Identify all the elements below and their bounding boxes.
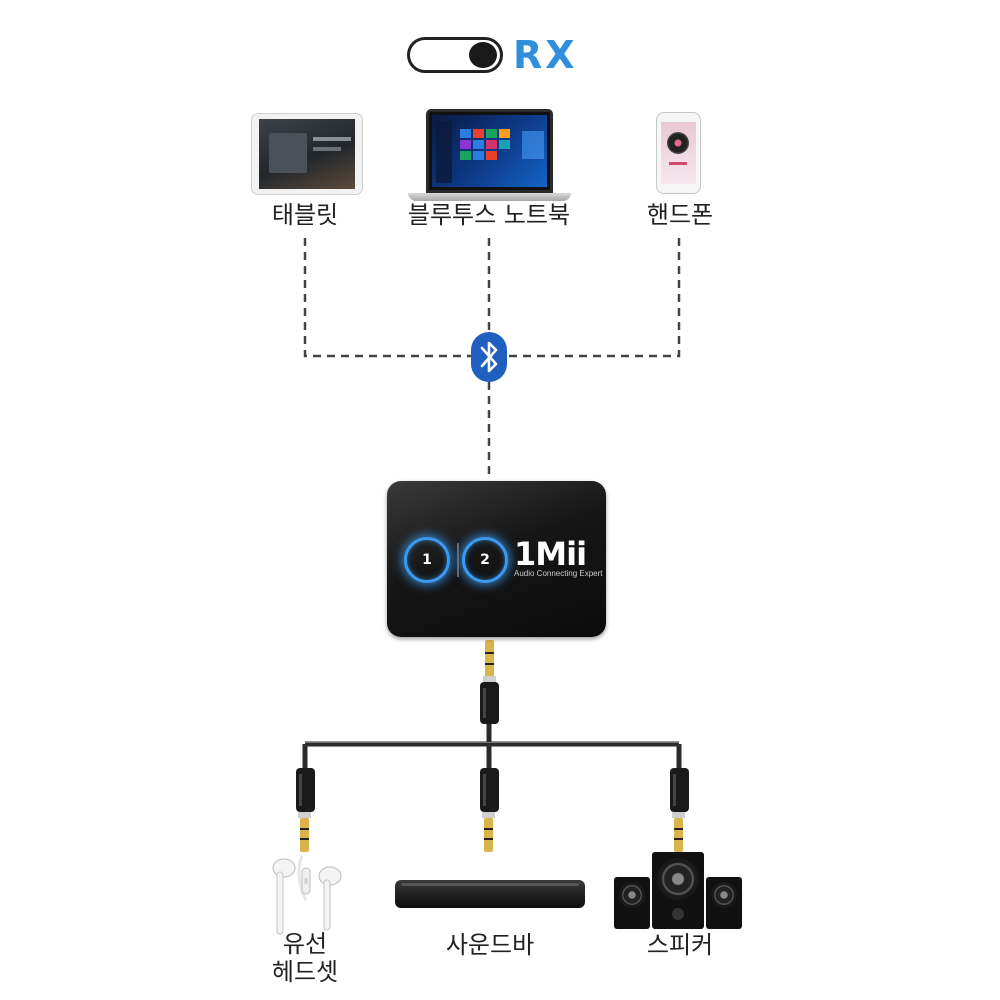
mode-toggle[interactable] xyxy=(407,37,503,73)
plug-headset xyxy=(296,768,315,852)
brand-logo: 1Mii xyxy=(514,535,587,573)
output-label-speakers: 스피커 xyxy=(646,931,714,959)
headphone-2-label: 2 xyxy=(480,552,490,568)
wired-earphones-icon xyxy=(272,855,342,935)
phone-link xyxy=(507,238,681,358)
button-divider xyxy=(457,543,459,577)
brand-tagline: Audio Connecting Expert xyxy=(514,569,603,578)
tablet-link xyxy=(303,238,471,358)
speakers-icon xyxy=(612,850,742,930)
headphone-2-button[interactable]: 2 xyxy=(462,537,508,583)
source-label-tablet: 태블릿 xyxy=(271,201,339,229)
source-label-laptop: 블루투스 노트북 xyxy=(407,201,571,229)
bluetooth-icon xyxy=(471,332,507,382)
plug-speakers xyxy=(670,768,689,852)
adapter-output-plug xyxy=(480,640,499,724)
plug-soundbar xyxy=(480,768,499,852)
output-label-headset: 유선 헤드셋 xyxy=(255,930,355,986)
toggle-knob xyxy=(469,42,497,68)
output-label-soundbar: 사운드바 xyxy=(445,931,535,959)
laptop-base xyxy=(408,193,571,201)
tablet-icon xyxy=(251,113,363,195)
center-subwoofer xyxy=(652,852,704,929)
bluetooth-adapter: 1 2 1Mii Audio Connecting Expert xyxy=(387,481,606,637)
mode-label: RX xyxy=(513,33,578,77)
right-speaker xyxy=(706,877,742,929)
audio-cable-tree xyxy=(302,724,682,768)
headphone-1-label: 1 xyxy=(422,552,432,568)
bluetooth-dashed-links xyxy=(303,238,681,478)
laptop-icon xyxy=(426,109,553,193)
smartphone-icon xyxy=(656,112,701,194)
headphone-1-button[interactable]: 1 xyxy=(404,537,450,583)
output-label-headset-line2: 헤드셋 xyxy=(271,958,339,986)
soundbar-icon xyxy=(395,880,585,908)
source-label-phone: 핸드폰 xyxy=(646,201,714,229)
left-speaker xyxy=(614,877,650,929)
output-label-headset-line1: 유선 xyxy=(282,930,328,958)
